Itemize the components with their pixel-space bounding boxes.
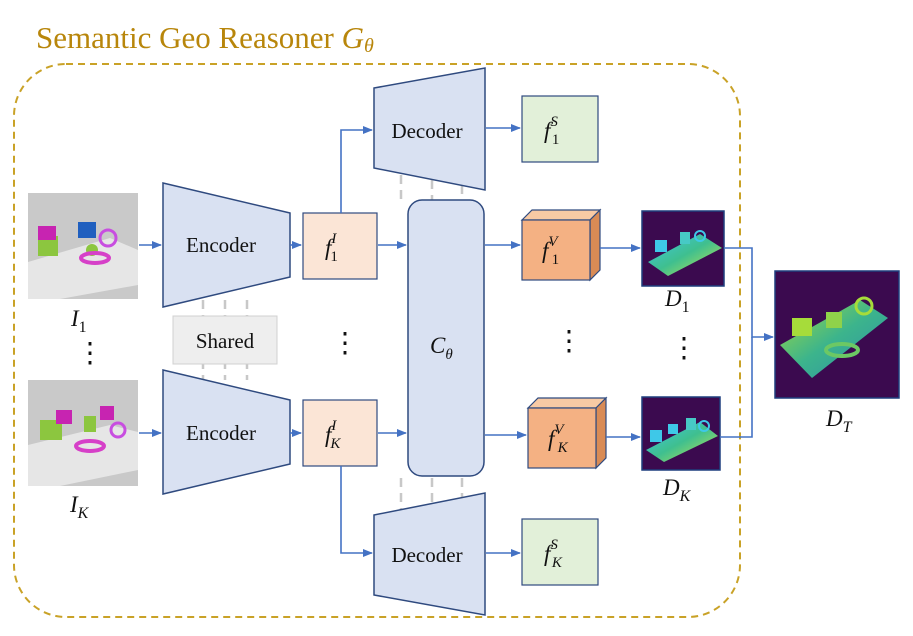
volume-feature-k-cube xyxy=(526,396,608,470)
input-label-k: IK xyxy=(69,492,90,522)
decoder-bottom xyxy=(373,492,486,616)
decoder-top xyxy=(373,67,486,191)
depth-map-1 xyxy=(641,210,725,287)
diagram-title: Semantic Geo Reasoner Gθ xyxy=(36,20,374,57)
semantic-feature-1-box xyxy=(521,95,599,163)
depth-map-k-label: DK xyxy=(662,475,692,505)
encoder-top xyxy=(162,182,291,308)
shared-box xyxy=(172,315,278,365)
volume-ellipsis: ⋮ xyxy=(555,326,583,357)
image-feature-1-box xyxy=(302,212,378,280)
volume-feature-1-cube xyxy=(520,208,602,282)
cost-module xyxy=(407,199,485,477)
depth-map-1-label: D1 xyxy=(664,286,690,316)
encoder-bottom-label: Encoder xyxy=(186,421,256,445)
reasoner-boundary xyxy=(13,63,741,618)
fused-depth-label: DT xyxy=(825,406,853,436)
flow-arrows xyxy=(139,124,774,557)
decoder-bottom-label: Decoder xyxy=(391,543,462,567)
encoder-top-label: Encoder xyxy=(186,233,256,257)
image-feature-k-box xyxy=(302,399,378,467)
depth-map-k xyxy=(641,396,721,471)
cost-module-label: Cθ xyxy=(430,333,453,363)
feature-ellipsis: ⋮ xyxy=(331,328,359,359)
input-label-1: I1 xyxy=(70,306,87,336)
input-ellipsis: ⋮ xyxy=(76,338,104,369)
input-image-1 xyxy=(28,193,138,299)
input-image-k xyxy=(28,380,138,486)
depth-ellipsis: ⋮ xyxy=(670,333,698,364)
decoder-top-label: Decoder xyxy=(391,119,462,143)
shared-weight-connectors xyxy=(201,175,464,510)
fused-depth-map xyxy=(774,270,900,399)
shared-label: Shared xyxy=(196,329,255,353)
encoder-bottom xyxy=(162,369,291,495)
semantic-feature-k-box xyxy=(521,518,599,586)
